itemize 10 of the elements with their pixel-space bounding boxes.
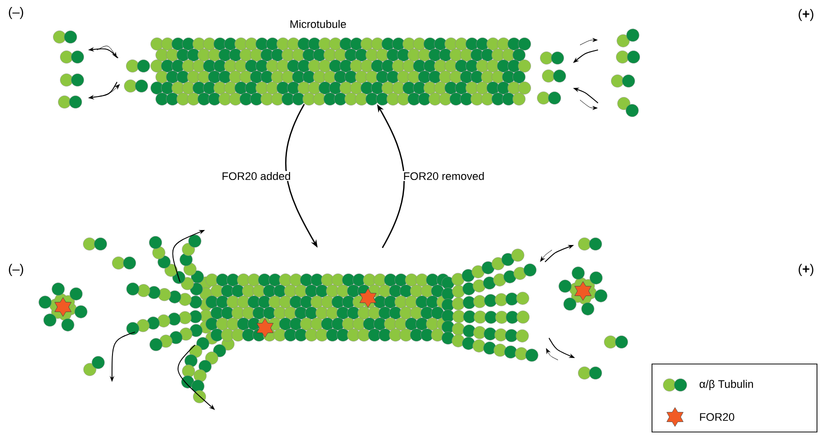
end-label: (+)	[798, 8, 814, 22]
edge-label: FOR20 removed	[402, 170, 486, 182]
microtubule-drawing	[126, 234, 538, 404]
end-label: (–)	[8, 6, 24, 20]
node-title: Microtubule	[290, 20, 346, 28]
legend-text: FOR20	[700, 413, 734, 421]
legend-text: α/β Tubulin	[700, 380, 753, 390]
edge-label: FOR20 added	[220, 170, 292, 182]
end-label: (–)	[8, 264, 24, 276]
end-label: (+)	[798, 264, 814, 276]
